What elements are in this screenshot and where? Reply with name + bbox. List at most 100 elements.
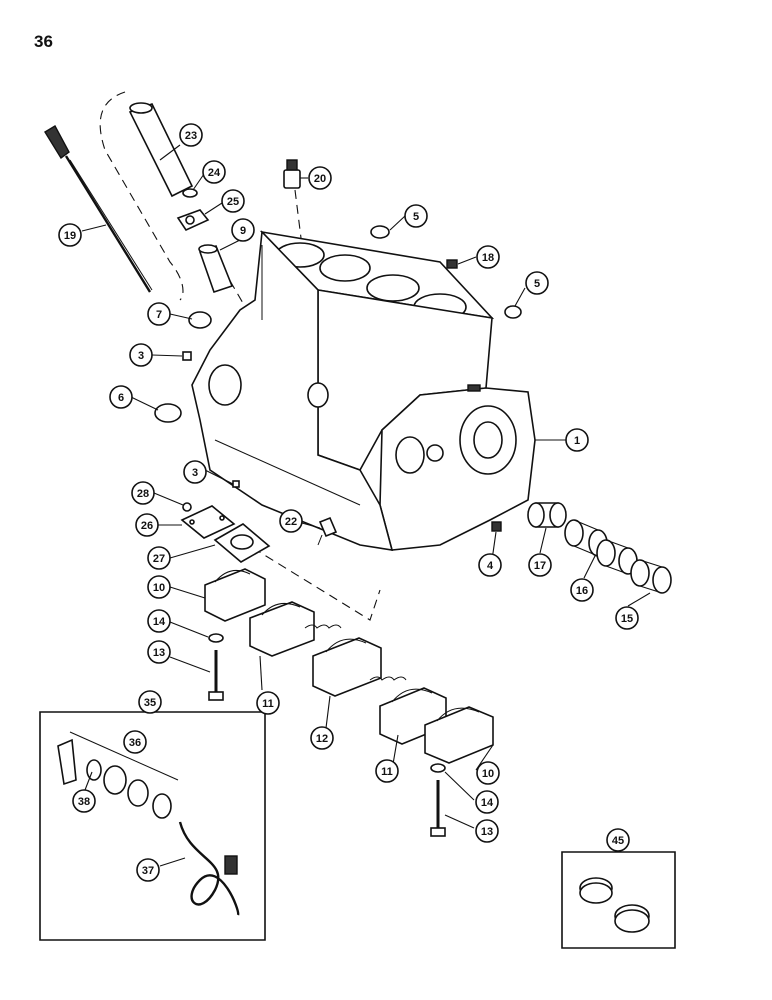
plug-lower: [232, 480, 240, 488]
svg-text:26: 26: [141, 520, 153, 532]
svg-text:12: 12: [316, 733, 328, 745]
svg-text:19: 19: [64, 230, 76, 242]
callout-6: 6: [109, 385, 133, 409]
svg-text:27: 27: [153, 553, 165, 565]
svg-text:35: 35: [144, 697, 156, 709]
callout-1: 1: [565, 428, 589, 452]
svg-text:3: 3: [192, 467, 198, 479]
cam-bushing-front: [630, 559, 672, 594]
callout-18: 18: [476, 245, 500, 269]
callout-36: 36: [123, 730, 147, 754]
expansion-plug-medium: [188, 311, 212, 329]
callout-27: 27: [147, 546, 171, 570]
assembly-line-cover: [239, 539, 381, 621]
svg-text:28: 28: [137, 488, 149, 500]
dipstick-tube: [128, 102, 194, 198]
sleeve: [198, 244, 234, 294]
assembly-line-dipstick-tube: [99, 91, 184, 301]
callout-3-lower: 3: [183, 460, 207, 484]
callout-14-left: 14: [147, 609, 171, 633]
svg-text:10: 10: [482, 768, 494, 780]
svg-text:25: 25: [227, 196, 239, 208]
expansion-plug-right: [504, 305, 522, 319]
fitting: [317, 516, 338, 546]
svg-text:5: 5: [534, 278, 540, 290]
pin: [182, 502, 192, 512]
dipstick: [44, 125, 153, 293]
cam-bushing-rear: [527, 502, 567, 528]
callout-24: 24: [202, 160, 226, 184]
svg-text:24: 24: [208, 167, 221, 179]
page-number: 36: [34, 32, 53, 51]
svg-text:11: 11: [262, 698, 274, 710]
callout-14-right: 14: [475, 790, 499, 814]
callout-10-front: 10: [147, 575, 171, 599]
oil-pressure-sender: [283, 159, 301, 189]
svg-text:5: 5: [413, 211, 419, 223]
callout-5-top: 5: [404, 204, 428, 228]
svg-text:13: 13: [481, 826, 493, 838]
callout-17: 17: [528, 553, 552, 577]
svg-text:4: 4: [487, 560, 494, 572]
callout-9: 9: [231, 218, 255, 242]
callout-5-right: 5: [525, 271, 549, 295]
svg-text:10: 10: [153, 582, 165, 594]
svg-text:45: 45: [612, 835, 624, 847]
callout-26: 26: [135, 513, 159, 537]
svg-text:36: 36: [129, 737, 141, 749]
main-bearing-cap-intermediate-a: [249, 601, 315, 657]
callout-19: 19: [58, 223, 82, 247]
washer-left: [208, 633, 224, 643]
gasket: [213, 523, 271, 563]
svg-text:16: 16: [576, 585, 588, 597]
main-bearing-cap-center: [312, 637, 382, 697]
svg-text:11: 11: [381, 766, 393, 778]
svg-text:9: 9: [240, 225, 246, 237]
o-ring: [182, 188, 198, 198]
callout-23: 23: [179, 123, 203, 147]
set-screw: [446, 259, 458, 269]
svg-text:7: 7: [156, 309, 162, 321]
svg-text:15: 15: [621, 613, 633, 625]
callout-15: 15: [615, 606, 639, 630]
callout-38: 38: [72, 789, 96, 813]
callout-12: 12: [310, 726, 334, 750]
bearing-cap-bolt-right: [430, 780, 446, 837]
callout-7: 7: [147, 302, 171, 326]
svg-text:23: 23: [185, 130, 197, 142]
thrust-washer-lower: [369, 676, 407, 681]
svg-text:1: 1: [574, 435, 580, 447]
drain-plug: [491, 521, 502, 532]
svg-text:3: 3: [138, 350, 144, 362]
svg-text:38: 38: [78, 796, 90, 808]
cover-plate: [180, 505, 236, 539]
svg-text:17: 17: [534, 560, 546, 572]
callout-10-rear: 10: [476, 761, 500, 785]
svg-text:18: 18: [482, 252, 494, 264]
callout-11-left: 11: [256, 691, 280, 715]
bushing-kit-inset: [561, 842, 676, 949]
callout-16: 16: [570, 578, 594, 602]
expansion-plug-large: [154, 403, 182, 423]
plug-upper: [182, 351, 192, 361]
svg-text:14: 14: [153, 616, 166, 628]
callout-22: 22: [279, 509, 303, 533]
thrust-washer-upper: [304, 624, 342, 629]
svg-text:13: 13: [153, 647, 165, 659]
tube-clamp: [176, 209, 210, 232]
leader-lines: [81, 144, 651, 867]
callout-35: 35: [138, 690, 162, 714]
callout-28: 28: [131, 481, 155, 505]
callout-20: 20: [308, 166, 332, 190]
callout-4: 4: [478, 553, 502, 577]
callout-3-upper: 3: [129, 343, 153, 367]
callout-45: 45: [606, 828, 630, 852]
callout-37: 37: [136, 858, 160, 882]
svg-text:6: 6: [118, 392, 124, 404]
callout-25: 25: [221, 189, 245, 213]
callout-11-right: 11: [375, 759, 399, 783]
svg-text:22: 22: [285, 516, 297, 528]
main-bearing-cap-front: [204, 568, 266, 622]
